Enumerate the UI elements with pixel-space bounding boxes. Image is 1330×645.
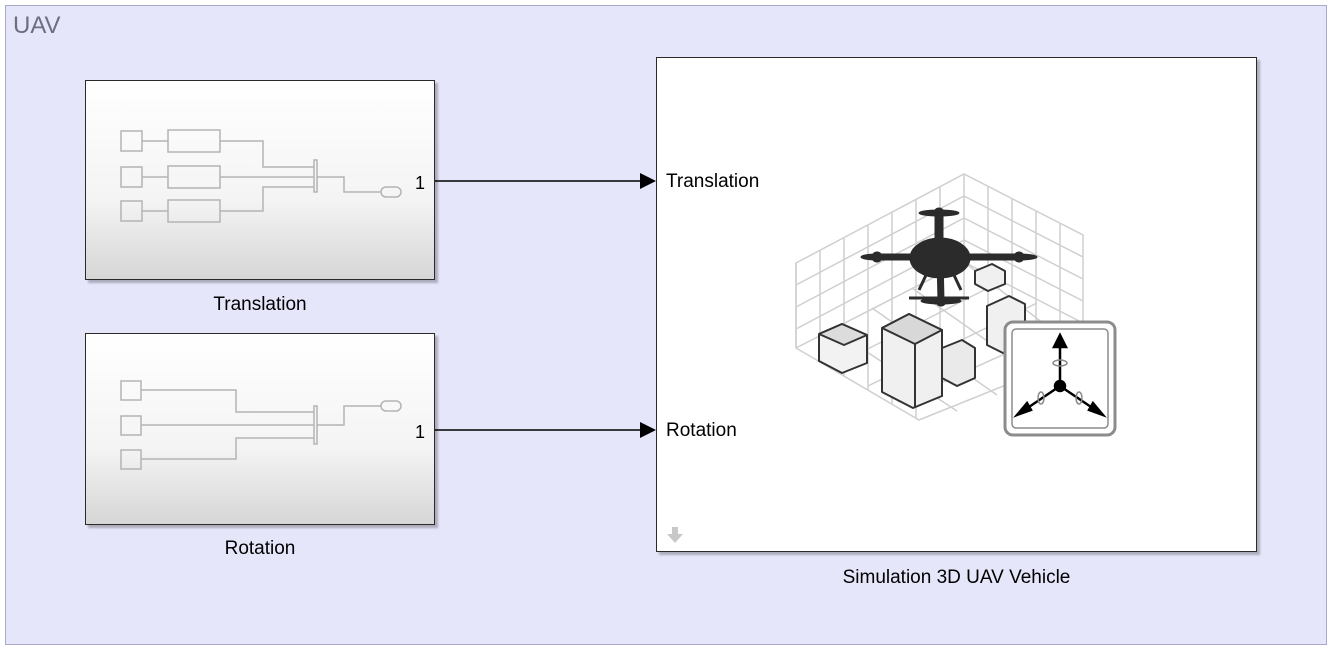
- translation-subsystem-icon: [120, 129, 402, 223]
- rotation-block-label: Rotation: [224, 538, 296, 559]
- coordinate-axes-icon: [1003, 320, 1117, 437]
- simulation-3d-uav-vehicle-label: Simulation 3D UAV Vehicle: [842, 567, 1071, 588]
- translation-signal-line[interactable]: [435, 173, 656, 189]
- signal-lines: [435, 173, 656, 438]
- simulation-3d-uav-vehicle-block[interactable]: Translation Rotation: [656, 57, 1257, 552]
- translation-subsystem-block[interactable]: 1: [85, 80, 435, 280]
- translation-block-label: Translation: [213, 294, 307, 315]
- rotation-outport-number: 1: [415, 422, 426, 442]
- rotation-signal-line[interactable]: [435, 422, 656, 438]
- rotation-subsystem-block[interactable]: 1: [85, 333, 435, 525]
- rotation-inport-label: Rotation: [666, 420, 737, 441]
- translation-outport-number: 1: [415, 173, 426, 193]
- rotation-subsystem-icon: [120, 380, 402, 470]
- quadcopter-scene-icon: [795, 173, 1117, 437]
- mask-down-arrow-icon[interactable]: [665, 525, 685, 545]
- area-title: UAV: [13, 12, 61, 39]
- translation-inport-label: Translation: [666, 171, 760, 192]
